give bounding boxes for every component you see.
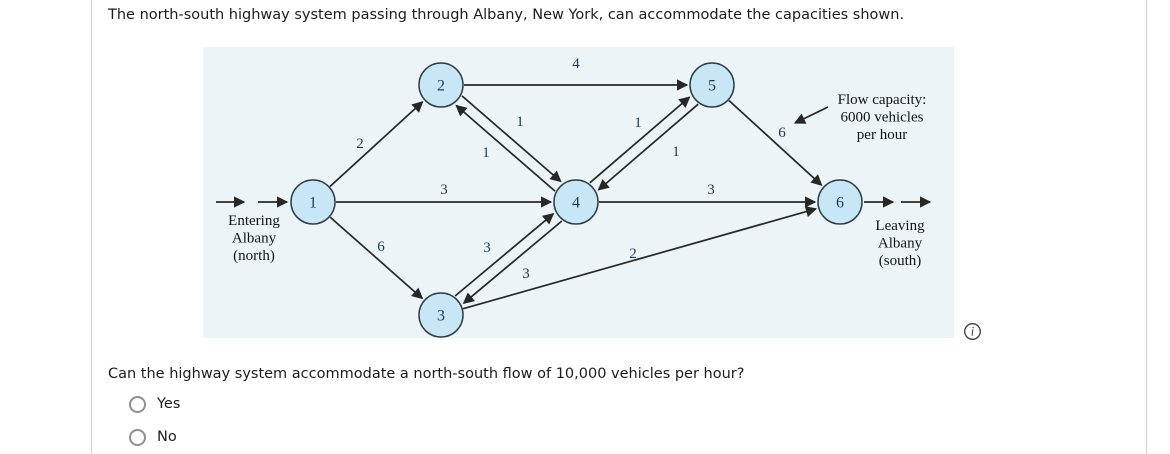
network-svg: 2364111136332EnteringAlbany(north)Leavin… xyxy=(203,47,954,338)
edge-4-6-capacity-label: 3 xyxy=(707,182,715,198)
edge-1-4-capacity-label: 3 xyxy=(440,182,448,198)
radio-no-label[interactable]: No xyxy=(157,429,177,445)
edge-4-3 xyxy=(462,220,563,304)
edge-4-3-capacity-label: 3 xyxy=(522,266,530,282)
entering-albany-label-line-1: Entering xyxy=(228,213,280,229)
node-4 xyxy=(553,179,599,225)
entering-albany-label-line-2: Albany xyxy=(232,231,277,247)
edge-4-2-capacity-label: 1 xyxy=(482,145,490,161)
edge-3-6-capacity-label: 2 xyxy=(629,246,637,262)
node-1 xyxy=(290,179,336,225)
svg-text:i: i xyxy=(971,325,975,339)
edge-5-6 xyxy=(728,99,823,186)
radio-yes[interactable] xyxy=(129,395,146,413)
edge-5-4-capacity-label: 1 xyxy=(672,144,680,160)
node-5 xyxy=(689,62,735,108)
radio-no[interactable] xyxy=(129,428,146,446)
edge-5-4 xyxy=(597,103,699,191)
annotation-arrow xyxy=(793,106,829,124)
node-6 xyxy=(817,179,863,225)
edge-3-6 xyxy=(462,206,818,310)
node-4-label: 4 xyxy=(572,195,580,212)
radio-yes-label[interactable]: Yes xyxy=(157,396,181,412)
option-row-no[interactable]: No xyxy=(129,427,177,447)
edge-1-2 xyxy=(329,101,424,188)
option-row-yes[interactable]: Yes xyxy=(129,394,180,414)
flow-capacity-note-line-3: per hour xyxy=(857,127,907,143)
question-text: Can the highway system accommodate a nor… xyxy=(108,366,745,382)
flow-capacity-note-line-2: 6000 vehicles xyxy=(841,110,924,126)
node-6-label: 6 xyxy=(836,195,844,212)
edge-1-3-capacity-label: 6 xyxy=(377,239,385,255)
flow-capacity-note-line-1: Flow capacity: xyxy=(838,92,927,108)
leaving-albany-label-line-2: Albany xyxy=(878,236,923,252)
leaving-albany-label-line-1: Leaving xyxy=(875,218,925,234)
leaving-albany-label-line-3: (south) xyxy=(879,253,922,269)
edge-4-5 xyxy=(589,96,691,184)
edge-1-2-capacity-label: 2 xyxy=(356,136,364,152)
edge-4-5-capacity-label: 1 xyxy=(634,115,642,131)
edge-2-4 xyxy=(461,95,562,183)
edge-2-5-capacity-label: 4 xyxy=(572,56,580,72)
node-2-label: 2 xyxy=(437,78,445,95)
edge-2-4-capacity-label: 1 xyxy=(516,114,524,130)
problem-statement: The north-south highway system passing t… xyxy=(108,7,905,23)
edge-4-2 xyxy=(455,104,556,192)
info-icon-graphic: i xyxy=(964,323,981,340)
node-1-label: 1 xyxy=(309,195,317,212)
edge-5-6-capacity-label: 6 xyxy=(778,125,786,141)
info-icon[interactable]: i xyxy=(963,322,982,341)
node-2 xyxy=(418,62,464,108)
edge-1-3 xyxy=(329,216,424,300)
node-5-label: 5 xyxy=(708,78,716,95)
edge-3-4 xyxy=(454,213,555,297)
node-3 xyxy=(418,292,464,338)
entering-albany-label-line-3: (north) xyxy=(233,248,275,264)
node-3-label: 3 xyxy=(437,308,445,325)
question-panel: The north-south highway system passing t… xyxy=(91,0,1147,454)
edge-3-4-capacity-label: 3 xyxy=(483,240,491,256)
